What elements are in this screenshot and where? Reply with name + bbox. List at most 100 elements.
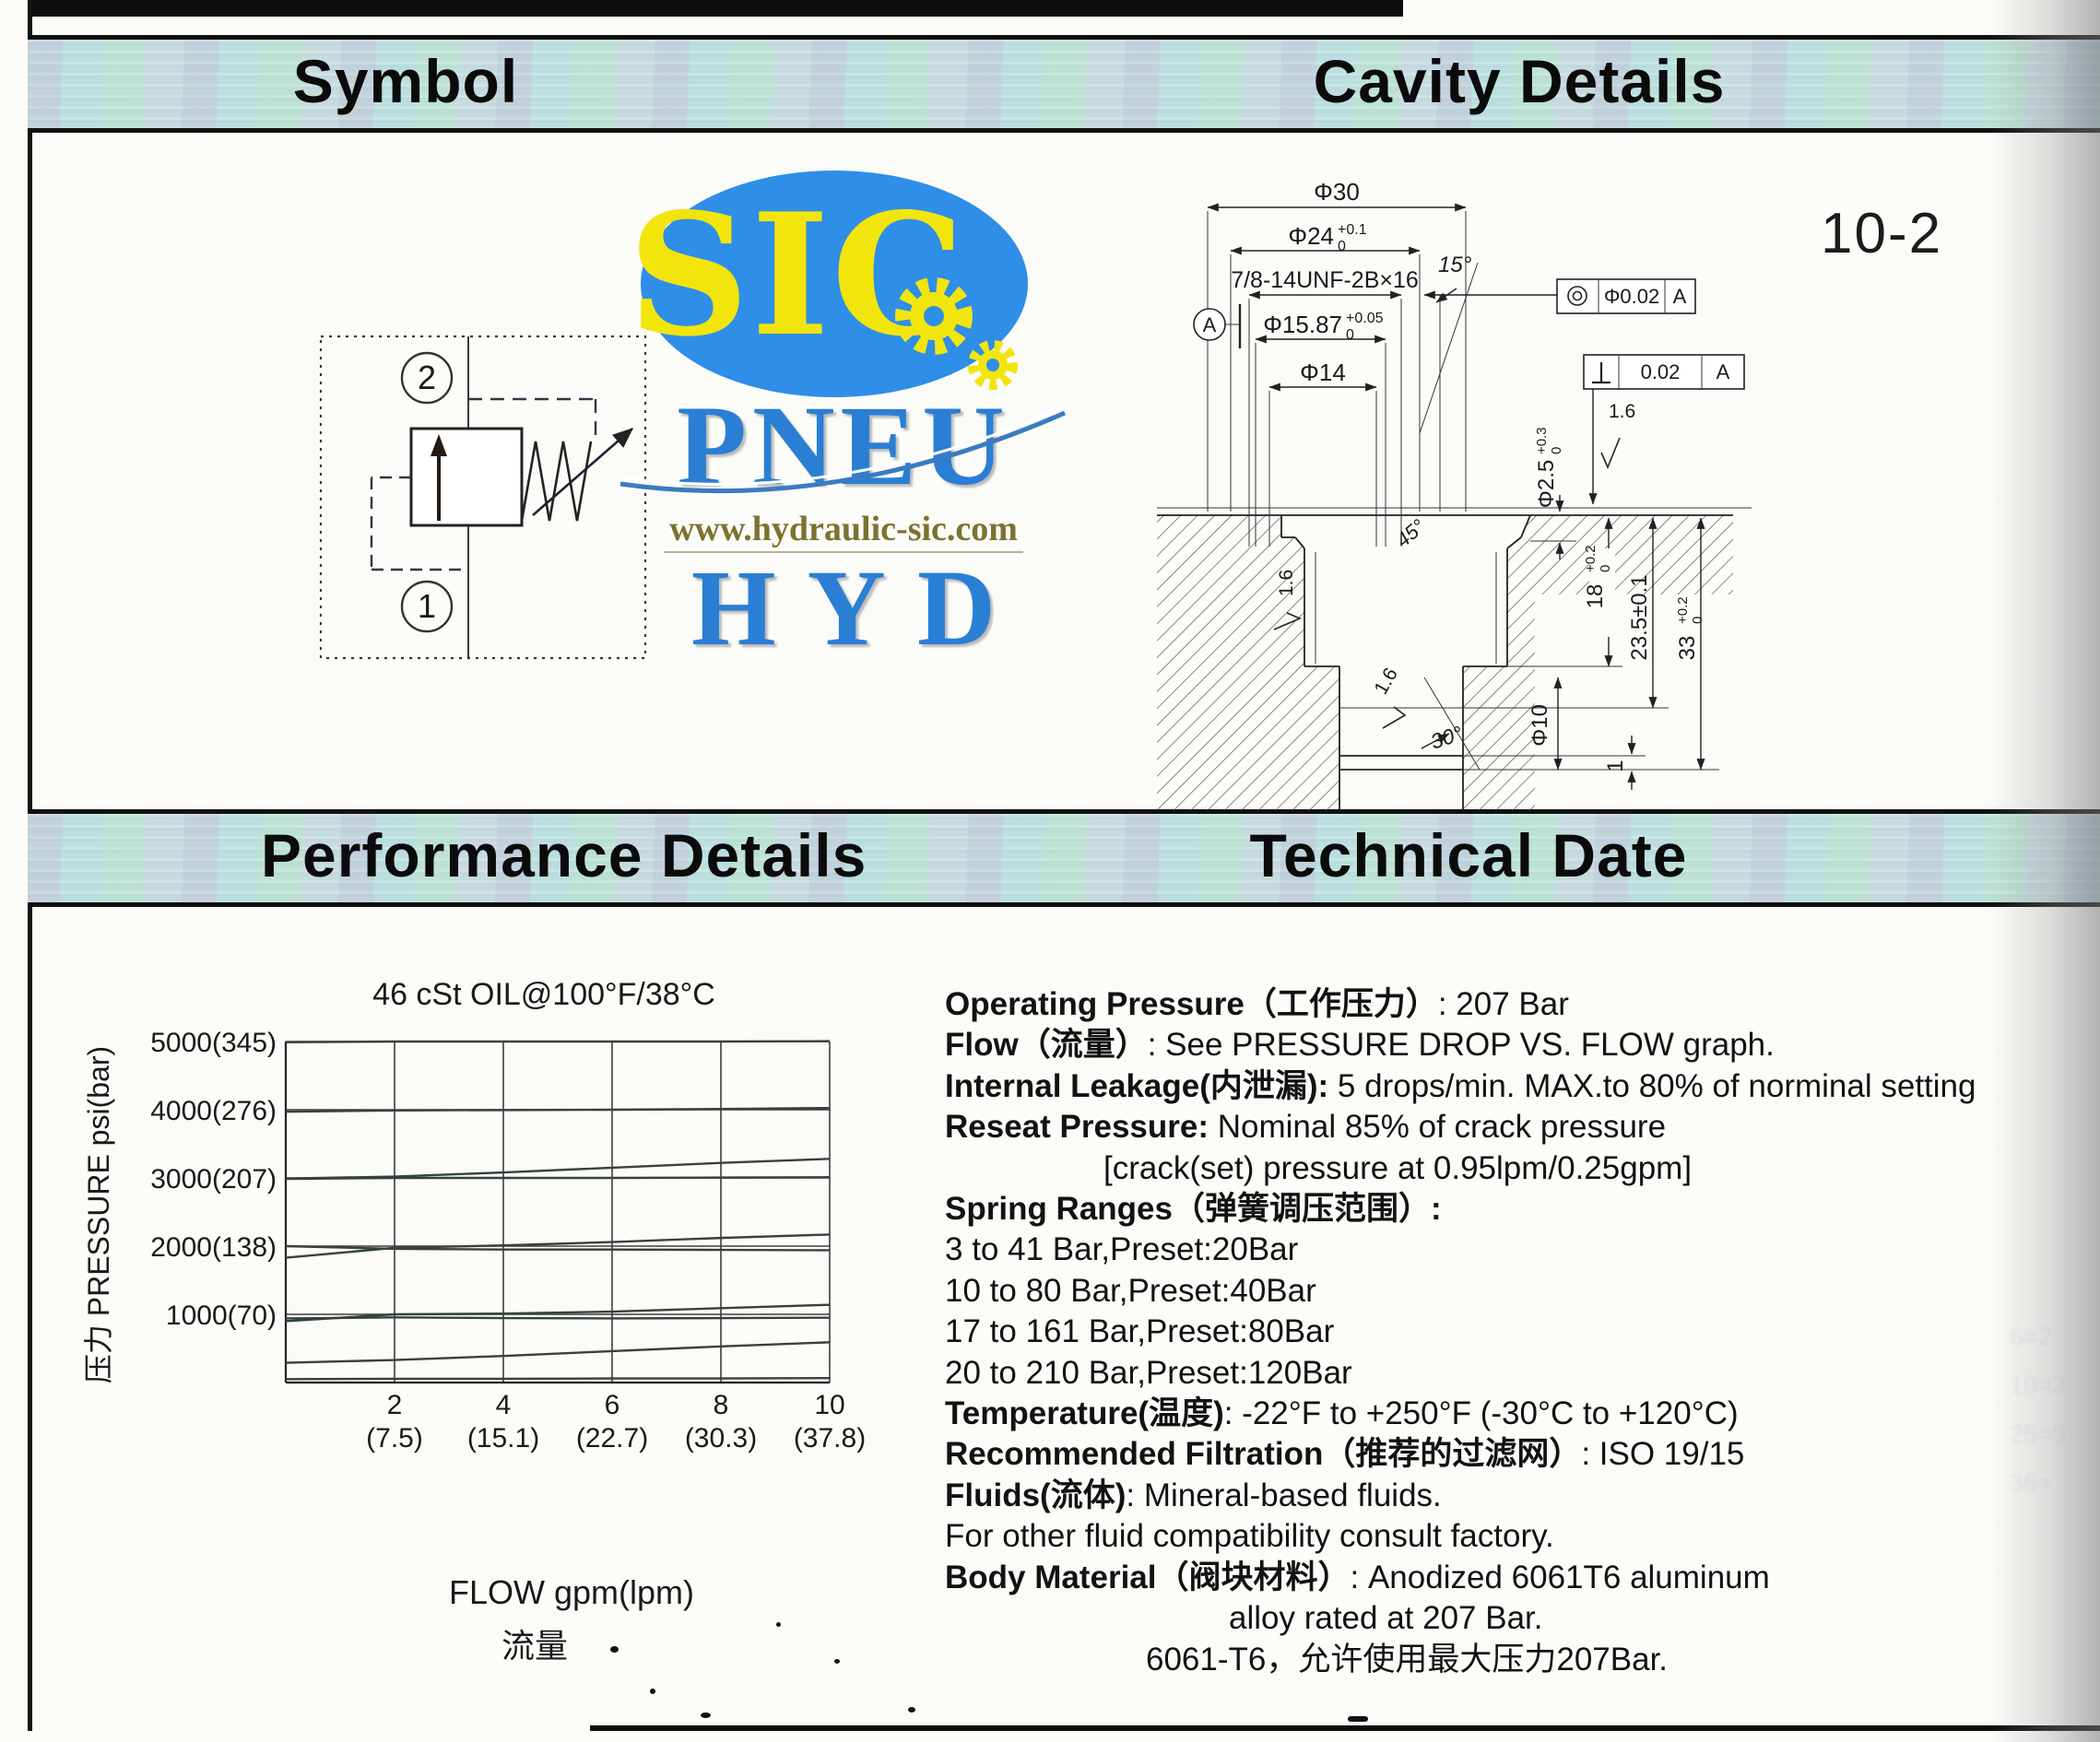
section-title-cavity-details: Cavity Details bbox=[1313, 46, 1726, 115]
x-tick-sublabel: (15.1) bbox=[467, 1423, 539, 1454]
perpendicularity-icon bbox=[1592, 362, 1610, 384]
tech-line: alloy rated at 207 Bar. bbox=[1229, 1600, 1543, 1637]
bottom-black-line bbox=[590, 1725, 2100, 1731]
tech-line: 3 to 41 Bar,Preset:20Bar bbox=[945, 1231, 1299, 1268]
chart-y-axis-label: 压力 PRESSURE psi(bar) bbox=[82, 1046, 115, 1383]
curve-setting-1000-rise bbox=[285, 1303, 831, 1323]
dim-depth18: 18 +0.2 0 bbox=[1583, 545, 1613, 608]
dim-phi30: Φ30 bbox=[1314, 180, 1360, 206]
dim-angle15: 15° bbox=[1438, 253, 1472, 277]
cavity-drawing-svg: A Φ0.02 A 0.02 A 1.6 bbox=[1157, 180, 1752, 811]
performance-chart-svg: 46 cSt OIL@100°F/38°C 压力 PRESSURE psi(ba… bbox=[82, 977, 866, 1665]
logo-ellipse bbox=[641, 171, 1028, 397]
header-band-top: Symbol Cavity Details bbox=[28, 35, 2100, 133]
x-tick-label: 2 bbox=[387, 1390, 403, 1420]
svg-text:Φ15.87: Φ15.87 bbox=[1263, 311, 1342, 338]
y-tick-label: 5000(345) bbox=[150, 1028, 277, 1058]
svg-text:+0.2: +0.2 bbox=[1675, 596, 1691, 624]
curve-setting-3000-flat bbox=[285, 1176, 831, 1181]
spring-icon bbox=[520, 441, 593, 522]
tech-line: Flow（流量）: See PRESSURE DROP VS. FLOW gra… bbox=[945, 1027, 1775, 1064]
svg-text:0: 0 bbox=[1598, 565, 1613, 572]
tech-line: Reseat Pressure: Nominal 85% of crack pr… bbox=[945, 1109, 1667, 1146]
dim-thread: 7/8-14UNF-2B×16 bbox=[1231, 267, 1419, 293]
tech-line: Recommended Filtration（推荐的过滤网）: ISO 19/1… bbox=[945, 1436, 1745, 1473]
curve-setting-low-rise bbox=[285, 1341, 831, 1364]
chart-x-axis-label: FLOW gpm(lpm) bbox=[449, 1573, 694, 1611]
port-2-label: 2 bbox=[418, 359, 436, 396]
svg-text:Φ0.02: Φ0.02 bbox=[1604, 285, 1659, 308]
curve-setting-1000-flat bbox=[285, 1316, 831, 1320]
dim-phi1587: Φ15.87 +0.05 0 bbox=[1263, 311, 1383, 343]
section-title-symbol: Symbol bbox=[292, 46, 519, 115]
symbol-diagram-svg: 2 1 bbox=[319, 335, 647, 660]
port-2-marker bbox=[400, 351, 454, 405]
svg-text:A: A bbox=[1673, 285, 1687, 308]
tech-line: Temperature(温度): -22°F to +250°F (-30°C … bbox=[945, 1395, 1739, 1432]
finish-value-chamfer: 1.6 bbox=[1370, 665, 1402, 699]
svg-text:Φ24: Φ24 bbox=[1288, 222, 1334, 250]
svg-text:0: 0 bbox=[1549, 447, 1564, 454]
section-title-technical-date: Technical Date bbox=[1249, 820, 1688, 889]
svg-text:A: A bbox=[1717, 360, 1730, 383]
curve-setting-4000-flat bbox=[285, 1106, 831, 1113]
tech-line: 20 to 210 Bar,Preset:120Bar bbox=[945, 1354, 1352, 1391]
ink-speck bbox=[610, 1646, 619, 1653]
ink-speck bbox=[701, 1713, 711, 1718]
port-1-marker bbox=[400, 580, 454, 633]
technical-data-block: Operating Pressure（工作压力）: 207 Bar Flow（流… bbox=[945, 984, 2033, 1680]
logo-website-url: www.hydraulic-sic.com bbox=[604, 509, 1083, 553]
chart-title: 46 cSt OIL@100°F/38°C bbox=[372, 977, 715, 1012]
dim-angle45: 45° bbox=[1391, 514, 1430, 552]
relief-valve-body bbox=[409, 427, 524, 527]
dim-phi25: Φ2.5 +0.3 0 bbox=[1534, 427, 1564, 508]
port-1-label: 1 bbox=[418, 587, 436, 625]
svg-text:+0.2: +0.2 bbox=[1583, 545, 1599, 572]
x-tick-label: 10 bbox=[814, 1390, 844, 1420]
svg-text:0: 0 bbox=[1346, 327, 1354, 343]
pilot-line-top bbox=[468, 397, 597, 443]
tech-line: For other fluid compatibility consult fa… bbox=[945, 1518, 1554, 1555]
tech-line: Spring Ranges（弹簧调压范围）: bbox=[945, 1191, 1442, 1228]
dim-depth1: 1 bbox=[1603, 759, 1628, 771]
x-tick-sublabel: (7.5) bbox=[366, 1423, 423, 1454]
finish-value-bore: 1.6 bbox=[1276, 570, 1297, 596]
surface-finish-icons bbox=[1273, 437, 1621, 729]
finish-value-top: 1.6 bbox=[1609, 401, 1635, 422]
ink-speck bbox=[834, 1659, 840, 1664]
svg-text:+0.3: +0.3 bbox=[1534, 427, 1550, 454]
svg-text:0: 0 bbox=[1338, 239, 1346, 254]
x-tick-label: 4 bbox=[496, 1390, 512, 1420]
logo-swoosh bbox=[619, 406, 1067, 494]
gear-icon bbox=[895, 277, 1018, 390]
tech-line: Fluids(流体): Mineral-based fluids. bbox=[945, 1477, 1442, 1513]
curve-setting-low-flat bbox=[285, 1376, 831, 1381]
x-tick-sublabel: (30.3) bbox=[685, 1423, 757, 1454]
svg-text:0: 0 bbox=[1690, 617, 1705, 624]
company-logo: SIC PNEU www.hydraulic-sic.com HYD bbox=[604, 166, 1083, 668]
adjustment-arrow bbox=[532, 428, 634, 516]
tech-line: 6061-T6，允许使用最大压力207Bar. bbox=[1146, 1641, 1669, 1677]
curve-setting-2000-flat bbox=[285, 1244, 831, 1252]
svg-text:33: 33 bbox=[1675, 636, 1700, 661]
svg-text:+0.05: +0.05 bbox=[1346, 311, 1384, 326]
dimension-lines bbox=[1207, 203, 1705, 790]
label-backing bbox=[1589, 548, 1615, 637]
dim-angle30: 30° bbox=[1428, 721, 1466, 753]
cavity-profile bbox=[1157, 262, 1752, 811]
svg-text:+0.1: +0.1 bbox=[1338, 222, 1367, 238]
extension-lines bbox=[1207, 211, 1719, 771]
header-band-bottom: Performance Details Technical Date bbox=[28, 809, 2100, 907]
dim-phi10: Φ10 bbox=[1528, 704, 1552, 747]
page-edge-shadow bbox=[1989, 0, 2100, 1742]
x-tick-label: 8 bbox=[714, 1390, 729, 1420]
dim-depth33: 33 +0.2 0 bbox=[1675, 596, 1705, 660]
logo-hyd-text: HYD bbox=[690, 547, 1028, 668]
y-tick-label: 1000(70) bbox=[166, 1301, 277, 1331]
section-hatch-left bbox=[1157, 515, 1339, 811]
page-number: 10-2 bbox=[1821, 202, 1943, 265]
y-tick-label: 4000(276) bbox=[150, 1096, 277, 1126]
chart-x-axis-label-cn: 流量 bbox=[501, 1627, 568, 1665]
dim-phi14: Φ14 bbox=[1300, 359, 1346, 386]
